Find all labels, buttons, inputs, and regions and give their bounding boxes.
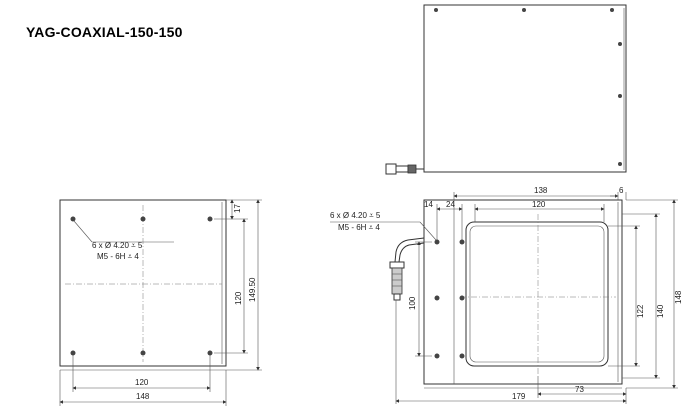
dim-120: 120 — [532, 200, 546, 209]
screw-icon — [618, 162, 622, 166]
dim-179: 179 — [512, 392, 526, 401]
side-view: 6 x Ø 4.20 ⩡ 5 M5 - 6H ⩡ 4 138 6 14 24 1… — [330, 186, 683, 404]
mounting-hole-icon — [434, 239, 465, 359]
cable-connector-icon — [389, 237, 425, 301]
screw-icon — [618, 94, 622, 98]
top-view-outline — [423, 4, 627, 173]
page-title: YAG-COAXIAL-150-150 — [26, 24, 183, 40]
screw-icon — [618, 42, 622, 46]
hole-note-line2: M5 - 6H ⩡ 4 — [338, 223, 380, 232]
dim-width: 148 — [136, 392, 150, 401]
connector-icon — [385, 163, 424, 175]
dim-148: 148 — [674, 290, 683, 304]
dim-top-offset: 17 — [233, 204, 242, 213]
dim-138: 138 — [534, 186, 548, 195]
hole-note-line1: 6 x Ø 4.20 ⩡ 5 — [330, 211, 381, 220]
screw-icon — [434, 8, 438, 12]
dim-24: 24 — [446, 200, 455, 209]
dim-hole-spacing-vertical: 120 — [234, 291, 243, 305]
screw-icon — [610, 8, 614, 12]
hole-note-line1: 6 x Ø 4.20 ⩡ 5 — [92, 241, 143, 250]
dim-122: 122 — [636, 304, 645, 318]
top-view — [385, 4, 627, 175]
dim-hole-spacing-horizontal: 120 — [135, 378, 149, 387]
hole-note-line2: M5 - 6H ⩡ 4 — [97, 252, 139, 261]
dim-14: 14 — [424, 200, 433, 209]
mounting-hole-icon — [70, 216, 213, 356]
screw-icon — [522, 8, 526, 12]
dim-6: 6 — [619, 186, 624, 195]
front-view: 6 x Ø 4.20 ⩡ 5 M5 - 6H ⩡ 4 17 120 149.50… — [59, 199, 262, 406]
dim-140: 140 — [656, 304, 665, 318]
dim-73: 73 — [575, 385, 584, 394]
window-outline — [465, 221, 609, 367]
dim-100: 100 — [408, 296, 417, 310]
dim-height: 149.50 — [248, 277, 257, 302]
